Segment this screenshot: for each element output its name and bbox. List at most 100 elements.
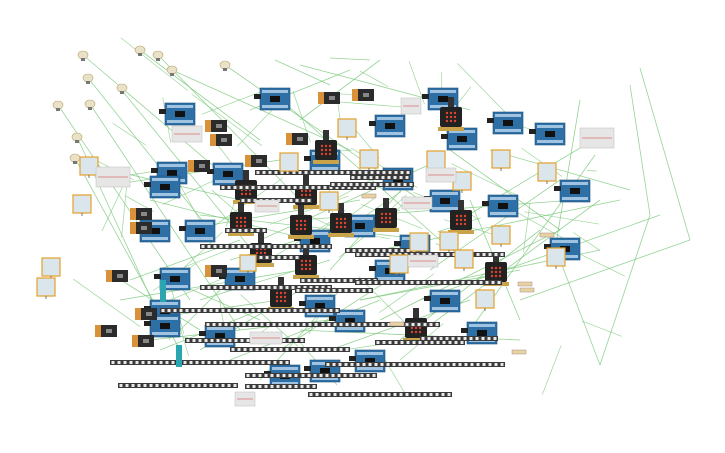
neopixel-strip[interactable] (430, 280, 502, 285)
resistor[interactable] (511, 349, 527, 355)
arduino-uno-board[interactable] (179, 219, 216, 243)
neopixel-strip[interactable] (345, 248, 417, 253)
component-layer[interactable] (36, 45, 615, 407)
arduino-uno-board[interactable] (529, 122, 566, 146)
servo-motor[interactable] (176, 345, 182, 367)
neopixel-strip[interactable] (375, 340, 465, 345)
arduino-uno-board[interactable] (154, 267, 191, 291)
breadboard[interactable] (400, 97, 422, 115)
nine-volt-battery[interactable] (95, 325, 117, 337)
breadboard[interactable] (249, 331, 283, 345)
resistor[interactable] (517, 281, 533, 287)
nine-volt-battery[interactable] (318, 92, 340, 104)
resistor[interactable] (389, 321, 405, 327)
neopixel-strip[interactable] (118, 383, 238, 388)
neopixel-strip[interactable] (420, 336, 498, 341)
temperature-sensor[interactable] (239, 254, 257, 274)
arduino-uno-board[interactable] (554, 179, 591, 203)
neopixel-strip[interactable] (200, 285, 332, 290)
arduino-uno-board[interactable] (159, 102, 196, 126)
light-bulb[interactable] (77, 50, 89, 61)
breadboard[interactable] (401, 196, 433, 210)
temperature-sensor[interactable] (546, 247, 566, 269)
neopixel-strip[interactable] (245, 384, 317, 389)
temperature-sensor[interactable] (359, 149, 379, 171)
temperature-sensor[interactable] (79, 156, 99, 178)
light-bulb[interactable] (152, 50, 164, 61)
neopixel-strip[interactable] (160, 308, 340, 313)
neopixel-strip[interactable] (255, 170, 411, 175)
nine-volt-battery[interactable] (106, 270, 128, 282)
arduino-uno-board[interactable] (424, 289, 461, 313)
neopixel-strip[interactable] (200, 244, 332, 249)
arduino-uno-board[interactable] (487, 111, 524, 135)
nine-volt-battery[interactable] (210, 134, 232, 146)
neopixel-strip[interactable] (110, 360, 290, 365)
nine-volt-battery[interactable] (205, 265, 227, 277)
neopixel-strip[interactable] (185, 338, 305, 343)
neopixel-strip[interactable] (220, 185, 376, 190)
breadboard[interactable] (171, 125, 203, 143)
arduino-uno-board[interactable] (482, 194, 519, 218)
arduino-uno-board[interactable] (144, 314, 181, 338)
light-bulb[interactable] (84, 99, 96, 110)
servo-motor[interactable] (160, 280, 166, 302)
nine-volt-battery[interactable] (130, 222, 152, 234)
microbit-board[interactable] (228, 202, 254, 236)
arduino-uno-board[interactable] (207, 162, 244, 186)
neopixel-strip[interactable] (308, 392, 452, 397)
temperature-sensor[interactable] (491, 149, 511, 171)
light-bulb[interactable] (166, 65, 178, 76)
temperature-sensor[interactable] (537, 162, 557, 184)
neopixel-strip[interactable] (350, 175, 410, 180)
light-bulb[interactable] (69, 153, 81, 164)
resistor[interactable] (519, 287, 535, 293)
breadboard[interactable] (95, 166, 131, 188)
neopixel-strip[interactable] (330, 182, 414, 187)
temperature-sensor[interactable] (439, 231, 459, 253)
microbit-board[interactable] (293, 245, 319, 279)
temperature-sensor[interactable] (454, 249, 474, 271)
breadboard[interactable] (407, 254, 439, 268)
nine-volt-battery[interactable] (352, 89, 374, 101)
temperature-sensor[interactable] (337, 118, 357, 140)
nine-volt-battery[interactable] (205, 120, 227, 132)
neopixel-strip[interactable] (225, 228, 267, 233)
arduino-uno-board[interactable] (424, 189, 461, 213)
temperature-sensor[interactable] (475, 289, 495, 311)
microbit-board[interactable] (313, 130, 339, 164)
arduino-uno-board[interactable] (144, 175, 181, 199)
temperature-sensor[interactable] (72, 194, 92, 216)
temperature-sensor[interactable] (409, 232, 429, 254)
breadboard[interactable] (425, 167, 457, 183)
breadboard[interactable] (579, 127, 615, 149)
neopixel-strip[interactable] (320, 322, 440, 327)
neopixel-strip[interactable] (295, 288, 373, 293)
microbit-board[interactable] (448, 200, 474, 234)
light-bulb[interactable] (134, 45, 146, 56)
temperature-sensor[interactable] (41, 257, 61, 279)
temperature-sensor[interactable] (36, 277, 56, 299)
temperature-sensor[interactable] (279, 152, 299, 174)
temperature-sensor[interactable] (319, 191, 339, 213)
resistor[interactable] (361, 193, 377, 199)
light-bulb[interactable] (116, 83, 128, 94)
nine-volt-battery[interactable] (188, 160, 210, 172)
breadboard[interactable] (254, 199, 280, 213)
nine-volt-battery[interactable] (286, 133, 308, 145)
microbit-board[interactable] (373, 198, 399, 232)
neopixel-strip[interactable] (325, 362, 505, 367)
resistor[interactable] (539, 232, 555, 238)
arduino-uno-board[interactable] (441, 127, 478, 151)
microbit-board[interactable] (288, 205, 314, 239)
breadboard[interactable] (234, 391, 256, 407)
nine-volt-battery[interactable] (245, 155, 267, 167)
arduino-uno-board[interactable] (254, 87, 291, 111)
light-bulb[interactable] (82, 73, 94, 84)
nine-volt-battery[interactable] (130, 208, 152, 220)
light-bulb[interactable] (71, 132, 83, 143)
nine-volt-battery[interactable] (132, 335, 154, 347)
microbit-board[interactable] (438, 97, 464, 131)
light-bulb[interactable] (52, 100, 64, 111)
